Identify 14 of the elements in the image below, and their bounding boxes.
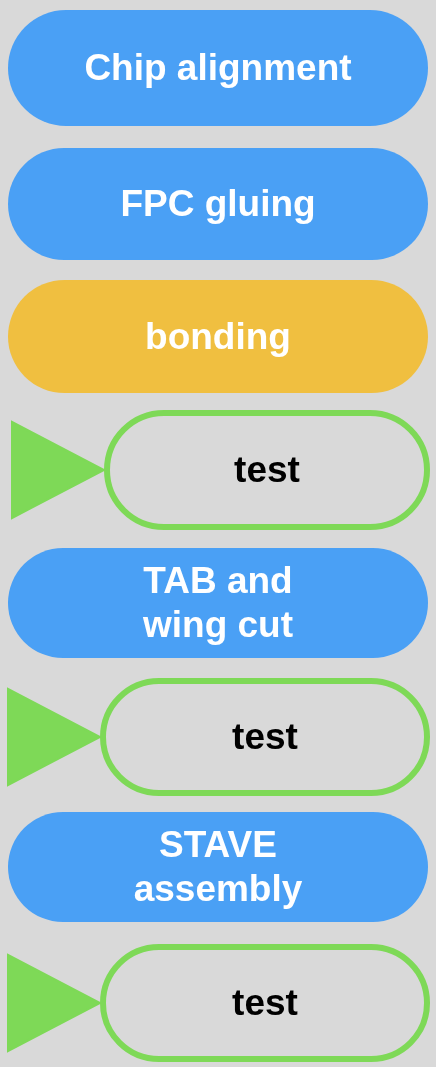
step-label: test [234,448,300,492]
step-label: test [232,981,298,1025]
test-step-pill [100,944,430,1062]
step-label: bonding [145,314,291,359]
step-label: TAB and wing cut [141,559,294,647]
step-label: STAVE assembly [132,823,304,911]
test-step-pill [104,410,430,530]
step-label: Chip alignment [84,46,352,90]
test-step-pill [100,678,430,796]
step-label: test [232,715,298,759]
pointer-arrow [7,953,103,1053]
pointer-arrow [11,420,107,520]
step-label: FPC gluing [120,182,316,226]
pointer-arrow [7,687,103,787]
